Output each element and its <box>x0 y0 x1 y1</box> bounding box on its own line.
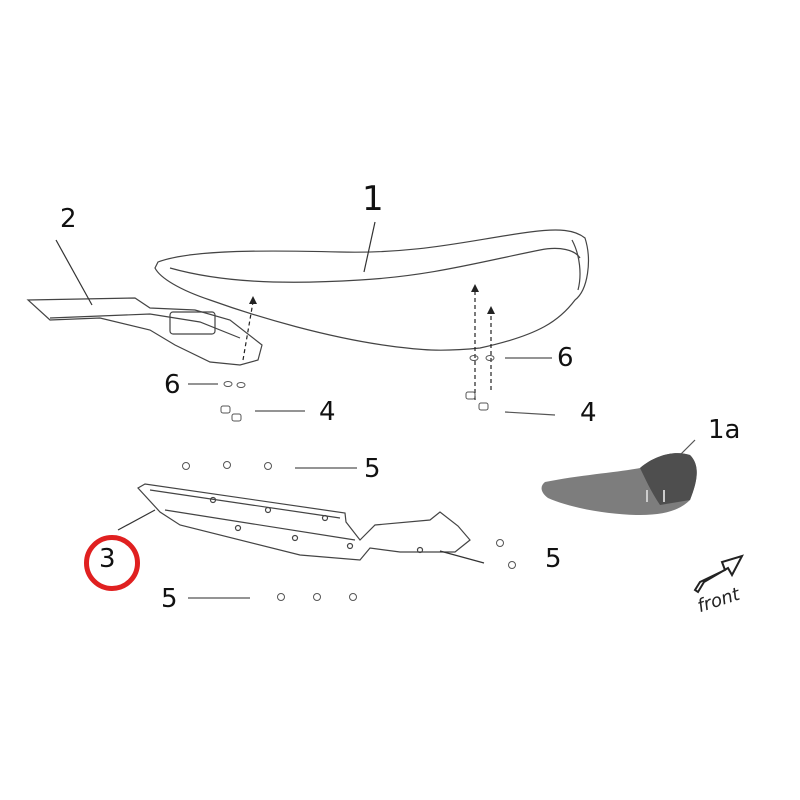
callout-5-right: 5 <box>545 544 562 574</box>
bracket-drawing <box>117 483 485 564</box>
highlight-ring <box>84 535 140 591</box>
hardware <box>182 355 516 601</box>
callout-5-lower: 5 <box>161 584 178 614</box>
seat-photo <box>541 453 697 515</box>
callout-1: 1 <box>362 179 384 219</box>
rear-base-drawing <box>26 239 263 366</box>
callout-1a: 1a <box>708 415 741 445</box>
callout-4-left: 4 <box>319 397 336 427</box>
leader-lines <box>188 357 696 599</box>
callout-2: 2 <box>60 204 77 234</box>
callout-6-left: 6 <box>164 370 181 400</box>
seat-drawing <box>154 221 590 351</box>
callout-3: 3 <box>99 544 116 574</box>
callout-4-right: 4 <box>580 398 597 428</box>
callout-6-right: 6 <box>557 343 574 373</box>
assembly-arrows <box>242 290 492 400</box>
callout-5-upper: 5 <box>364 454 381 484</box>
front-arrow-icon <box>693 554 744 594</box>
